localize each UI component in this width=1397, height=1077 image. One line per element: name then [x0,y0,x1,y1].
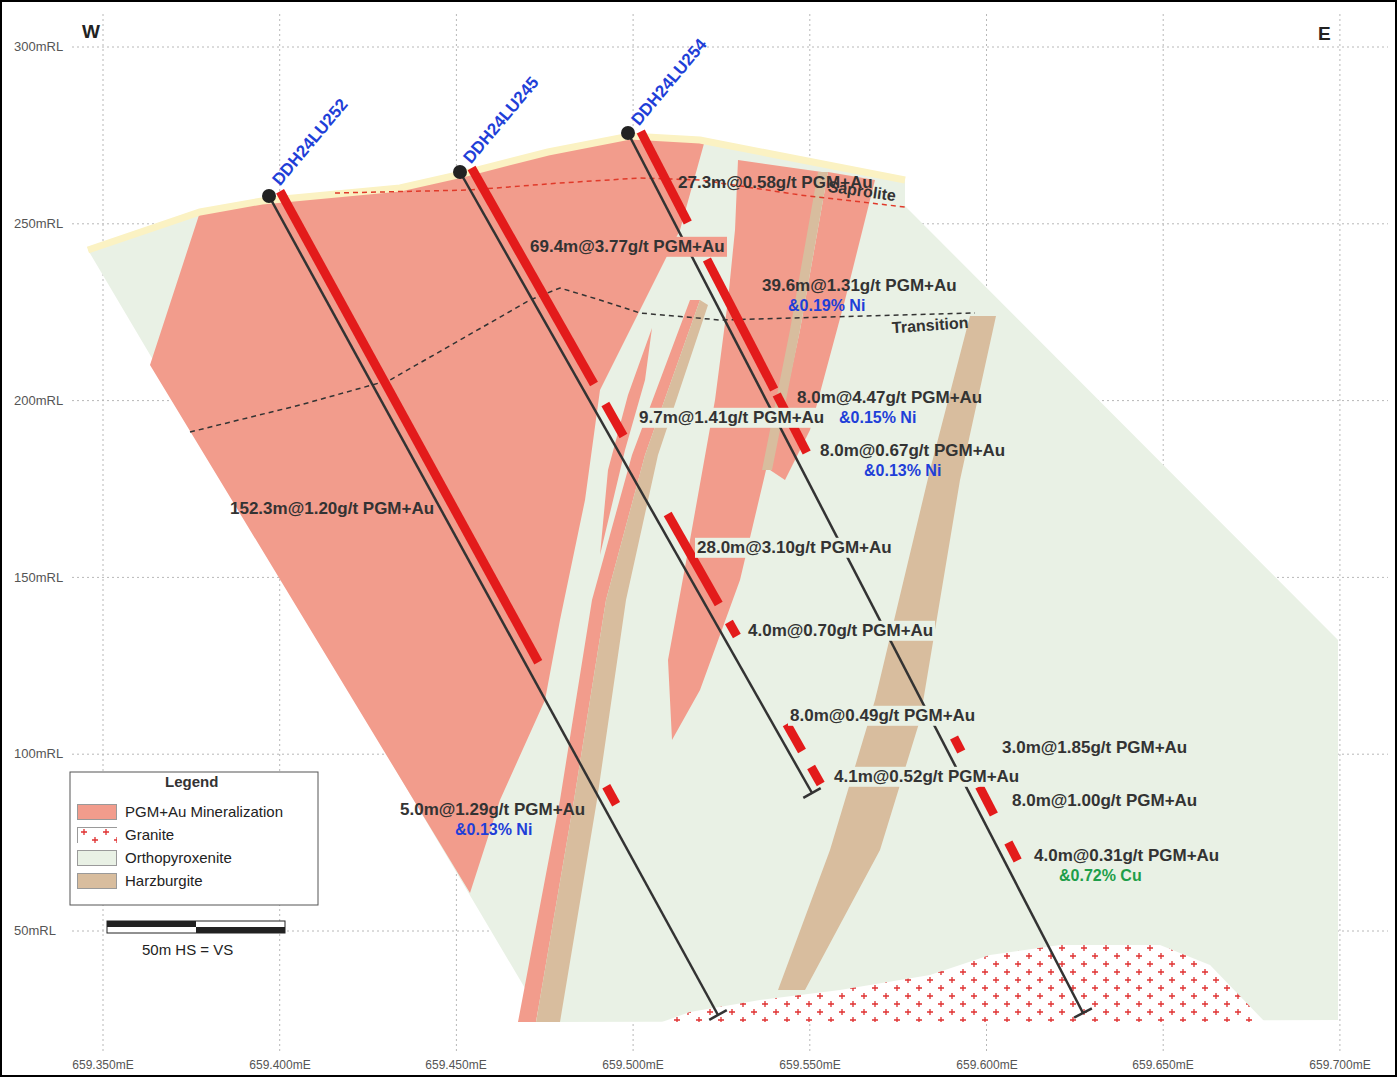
intercept-bar [1008,842,1017,860]
legend-text: Harzburgite [125,872,203,889]
intercept-label: 152.3m@1.20g/t PGM+Au [228,499,436,519]
intercept-label: 8.0m@1.00g/t PGM+Au [1010,791,1199,811]
saprolite-surface [88,136,905,250]
mineralization-strip [770,172,875,480]
scale-label: 50m HS = VS [140,941,235,959]
drillhole [262,189,727,1020]
intercept-bar [472,168,594,384]
legend-swatch [77,873,117,889]
horizon-label: Saprolite [825,176,899,205]
intercept-label: 69.4m@3.77g/t PGM+Au [528,237,727,257]
legend-row: PGM+Au Mineralization [77,800,283,823]
elevation-label: 300mRL [12,39,65,55]
intercept-bar [606,786,616,804]
assay-note: &0.13% Ni [862,461,943,480]
intercept-bar [605,404,623,436]
intercept-bar [811,767,821,784]
legend-text: Orthopyroxenite [125,849,232,866]
elevation-label: 100mRL [12,746,65,762]
intercept-label: 9.7m@1.41g/t PGM+Au [637,408,826,428]
easting-label: 659.550mE [777,1058,842,1072]
drillhole-name: DDH24LU254 [626,34,713,132]
legend-row: Granite [77,823,283,846]
elevation-label: 250mRL [12,216,65,232]
granite-sample [78,828,117,843]
legend-swatch [77,850,117,866]
legend-heading: Legend [163,773,220,791]
assay-note: &0.15% Ni [837,408,918,427]
intercept-label: 8.0m@0.49g/t PGM+Au [788,706,977,726]
intercept-bar [787,724,802,751]
intercept-label: 4.0m@0.70g/t PGM+Au [746,621,935,641]
elevation-label: 50mRL [12,923,58,939]
grid-line [1339,14,1340,1052]
drillhole-name: DDH24LU245 [458,72,545,170]
intercept-bar [668,514,719,604]
intercept-label: 4.0m@0.31g/t PGM+Au [1032,846,1221,866]
intercept-label: 8.0m@4.47g/t PGM+Au [795,388,984,408]
easting-label: 659.700mE [1307,1058,1372,1072]
legend-row: Harzburgite [77,869,283,892]
horizon-label: Transition [889,313,971,338]
compass-letter: E [1316,23,1333,46]
collar-dot [621,126,635,140]
collar-dot [262,189,276,203]
legend-box [70,772,318,905]
elevation-label: 200mRL [12,393,65,409]
intercept-label: 3.0m@1.85g/t PGM+Au [1000,738,1189,758]
intercept-bar [729,622,737,636]
legend-swatch [77,804,117,820]
hole-end-tick [803,788,820,798]
drillhole [621,126,1092,1018]
easting-label: 659.450mE [423,1058,488,1072]
assay-note: &0.19% Ni [786,296,867,315]
legend-row: Orthopyroxenite [77,846,283,869]
easting-label: 659.650mE [1130,1058,1195,1072]
intercept-bar [979,786,993,814]
drillhole-trace [460,172,812,793]
legend-swatch [77,827,117,843]
drillhole [453,165,821,798]
assay-note: &0.72% Cu [1057,866,1144,885]
collar-dot [453,165,467,179]
granite-body [662,945,1265,1022]
easting-label: 659.600mE [954,1058,1019,1072]
drillhole-trace [628,133,1083,1013]
intercept-label: 39.6m@1.31g/t PGM+Au [760,276,959,296]
elevation-label: 150mRL [12,570,65,586]
easting-label: 659.500mE [600,1058,665,1072]
intercept-label: 4.1m@0.52g/t PGM+Au [832,767,1021,787]
intercept-bar [954,737,961,751]
intercept-label: 28.0m@3.10g/t PGM+Au [695,538,894,558]
legend-text: Granite [125,826,174,843]
drillhole-name: DDH24LU252 [267,94,354,192]
easting-label: 659.350mE [70,1058,135,1072]
drillhole-trace [269,196,718,1015]
intercept-bar [280,191,538,662]
easting-label: 659.400mE [247,1058,312,1072]
intercept-label: 5.0m@1.29g/t PGM+Au [398,800,587,820]
intercept-label: 8.0m@0.67g/t PGM+Au [818,441,1007,461]
hole-end-tick [1074,1008,1092,1017]
grid-line [72,47,1388,48]
legend-text: PGM+Au Mineralization [125,803,283,820]
scale-bar [107,921,285,933]
assay-note: &0.13% Ni [453,820,534,839]
hole-end-tick [709,1010,727,1020]
compass-letter: W [80,21,102,44]
drillholes [262,126,1092,1020]
